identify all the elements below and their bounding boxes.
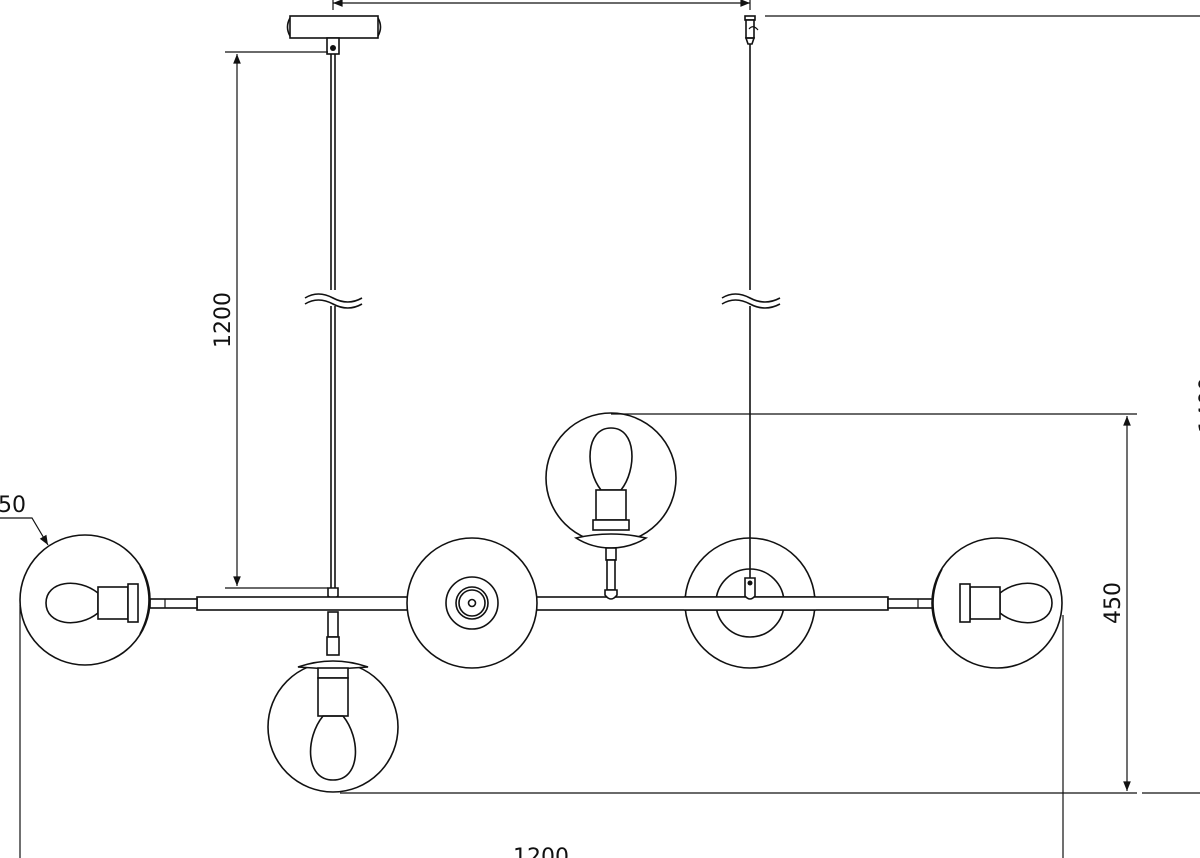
globe-lower: [267, 611, 399, 793]
suspension-hook: [744, 15, 759, 45]
right-suspension-cable: [721, 44, 781, 578]
left-suspension-rod: [304, 54, 363, 600]
rod-length-label: 1200: [211, 292, 236, 348]
ceiling-canopy: [286, 15, 382, 55]
globe-center-front: [406, 537, 538, 669]
total-width-label: 1200: [513, 845, 569, 858]
globe-left: [19, 534, 151, 666]
rod-length-dimension: 1200: [211, 51, 328, 589]
globe-drop-dimension: 450: [340, 413, 1137, 794]
globe-drop-label: 450: [1101, 582, 1126, 624]
globe-upper: [545, 412, 677, 600]
globe-diameter-label: 50: [0, 493, 26, 518]
globe-center-rear: [684, 537, 816, 669]
total-height-label: 1400: [1196, 377, 1200, 433]
globe-diameter-callout: 50: [0, 493, 49, 546]
total-width-dimension: 1200: [19, 605, 1064, 858]
globe-right: [931, 537, 1063, 669]
